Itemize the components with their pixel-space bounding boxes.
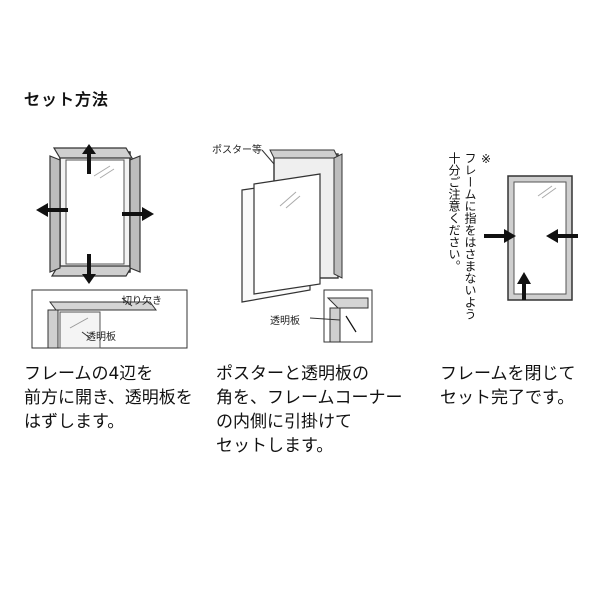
frame-drawing xyxy=(241,149,343,303)
open-arrows xyxy=(36,144,154,284)
step2-caption: ポスターと透明板の 角を、フレームコーナー の内側に引掛けて セットします。 xyxy=(216,364,403,456)
page-title: セット方法 xyxy=(24,90,110,109)
notch-label: 切り欠き xyxy=(122,296,162,307)
step3-illustration xyxy=(484,175,578,301)
poster-label: ポスター等 xyxy=(212,145,262,156)
step1-illustration xyxy=(31,144,188,349)
plate-label-2: 透明板 xyxy=(270,316,300,327)
plate-label-1: 透明板 xyxy=(86,332,116,343)
frame-drawing xyxy=(49,147,141,277)
notch-detail xyxy=(31,289,188,349)
step2-illustration xyxy=(241,149,373,343)
step3-caption: フレームを閉じて セット完了です。 xyxy=(440,364,576,408)
close-arrows xyxy=(484,229,578,300)
corner-detail xyxy=(309,289,373,343)
step1-caption: フレームの4辺を 前方に開き、透明板を はずします。 xyxy=(24,364,193,432)
finger-caution-note: ※ フレームに指をはさまないよう 十分ご注意ください。 xyxy=(447,152,493,320)
